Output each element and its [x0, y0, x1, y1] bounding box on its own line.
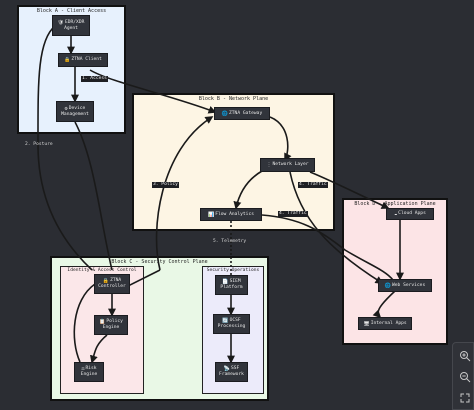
cloud-icon: ☁ [394, 211, 398, 217]
node-label: Internal Apps [370, 320, 407, 326]
zoom-in-icon [460, 351, 471, 362]
node-device-management[interactable]: ⚙Device Management [56, 101, 94, 122]
node-label: OCSF [229, 318, 241, 323]
edge-label-access: 1. Access [81, 76, 108, 82]
edge-label-policy: 3. Policy [152, 182, 179, 188]
fit-screen-icon [460, 393, 470, 403]
node-siem-platform[interactable]: 📄SIEM Platform [215, 275, 248, 295]
block-title: Block D - Application Plane [354, 201, 436, 207]
block-title: Block A - Client Access [36, 8, 107, 14]
node-label: SIEM [229, 279, 241, 284]
group-title: Identity & Access Control [67, 268, 137, 273]
node-label: Framework [219, 372, 244, 377]
zoom-in-button[interactable] [458, 349, 472, 363]
globe-icon: 🌐 [221, 110, 229, 117]
node-label: Web Services [392, 282, 426, 288]
globe-icon: 🌐 [384, 282, 392, 289]
node-label: Engine [80, 372, 98, 377]
lock-icon: 🔒 [64, 57, 71, 63]
chart-icon: 📊 [208, 211, 215, 218]
node-label: Risk [85, 366, 97, 371]
node-flow-analytics[interactable]: 📊Flow Analytics [200, 208, 262, 221]
node-label: ZTNA [110, 278, 122, 283]
edge-label-posture: 2. Posture [25, 142, 53, 147]
node-label: Management [61, 111, 89, 117]
node-ztna-controller[interactable]: 🔒ZTNA Controller [94, 274, 130, 294]
node-cloud-apps[interactable]: ☁Cloud Apps [386, 208, 434, 220]
node-web-services[interactable]: 🌐Web Services [378, 279, 432, 292]
node-ssf-framework[interactable]: 📡SSF Framework [215, 362, 248, 382]
node-internal-apps[interactable]: 🖥Internal Apps [358, 317, 412, 330]
node-label: Controller [98, 284, 126, 289]
edge-label-traffic-network: 4. Traffic [298, 182, 328, 188]
node-label: Cloud Apps [398, 211, 426, 216]
node-label: Engine [102, 325, 120, 330]
edge-label-traffic-flow: 4. Traffic [278, 211, 308, 217]
block-title: Block C - Security Control Plane [111, 259, 208, 265]
gear-icon: ⚙ [64, 105, 68, 112]
node-label: Device [68, 105, 86, 111]
group-title: Security Operations [206, 268, 260, 273]
node-risk-engine[interactable]: ⚖Risk Engine [74, 362, 104, 382]
node-network-layer[interactable]: ⋮Network Layer [260, 158, 315, 172]
node-label: Flow Analytics [215, 211, 254, 217]
document-icon: 📄 [222, 279, 229, 285]
node-label: Processing [217, 324, 246, 329]
node-label: EDR/XDR [64, 19, 85, 25]
node-policy-engine[interactable]: 📋Policy Engine [94, 315, 128, 335]
scale-icon: ⚖ [81, 366, 85, 372]
node-ztna-client[interactable]: 🔒ZTNA Client [58, 53, 108, 67]
antenna-icon: 📡 [223, 366, 230, 372]
node-ocsf-processing[interactable]: 🔄OCSF Processing [213, 314, 250, 334]
node-label: Agent [64, 25, 78, 31]
node-label: ZTNA Gateway [229, 110, 263, 116]
node-label: Network Layer [272, 162, 309, 167]
shield-icon: 🛡 [57, 19, 64, 26]
fit-screen-button[interactable] [458, 391, 472, 405]
node-edr-xdr-agent[interactable]: 🛡EDR/XDR Agent [52, 15, 90, 36]
network-icon: ⋮ [266, 162, 272, 168]
refresh-icon: 🔄 [222, 318, 229, 324]
lock-icon: 🔒 [102, 278, 110, 284]
server-icon: 🖥 [363, 320, 370, 327]
node-ztna-gateway[interactable]: 🌐ZTNA Gateway [214, 107, 270, 120]
node-label: Platform [220, 285, 243, 290]
node-label: Policy [106, 319, 123, 324]
edge-label-telemetry: 5. Telemetry [213, 239, 247, 244]
zoom-out-icon [460, 372, 471, 383]
zoom-controls [452, 342, 474, 410]
zoom-out-button[interactable] [458, 370, 472, 384]
node-label: SSF [230, 366, 240, 371]
node-label: ZTNA Client [71, 57, 102, 62]
block-title: Block B - Network Plane [198, 96, 269, 102]
clipboard-icon: 📋 [99, 319, 106, 325]
